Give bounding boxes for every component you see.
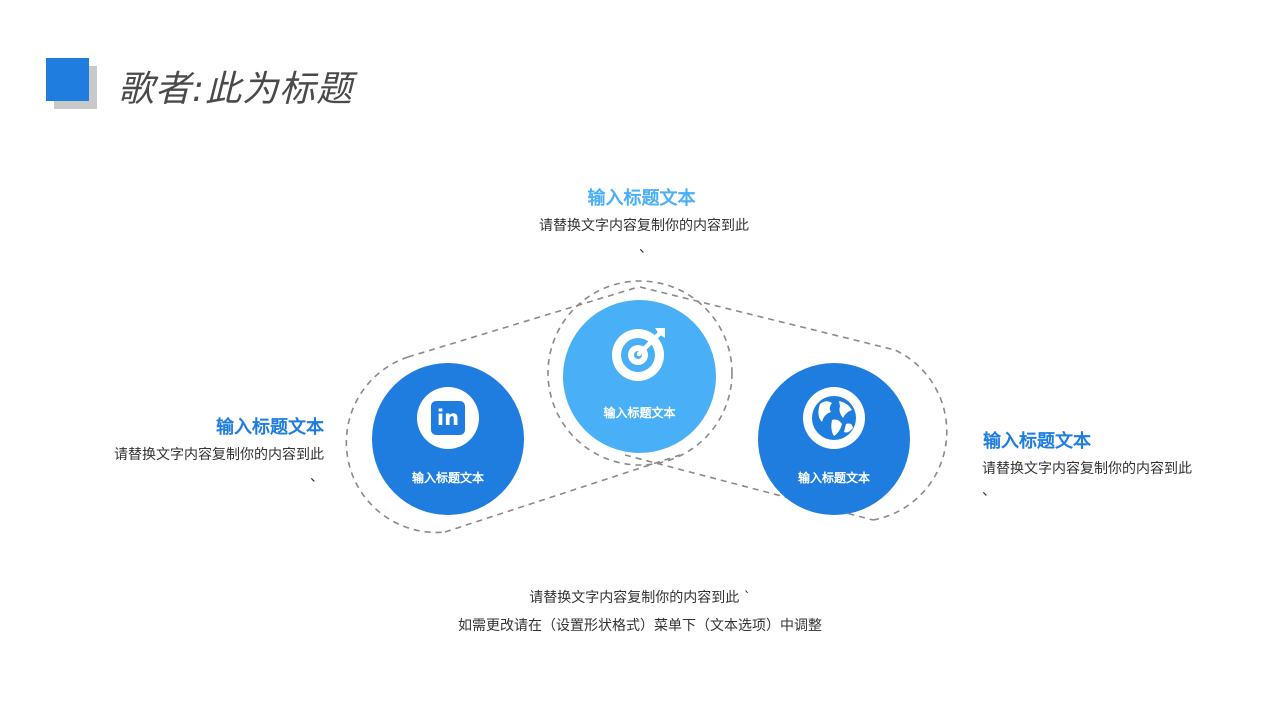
left-block-text-line: 请替换文字内容复制你的内容到此 [114,447,324,463]
right-block-text: 请替换文字内容复制你的内容到此 、 [982,458,1242,502]
left-circle: in 输入标题文本 [372,363,524,515]
top-block-text-mark: 、 [639,240,653,256]
globe-icon [812,396,856,440]
left-block-title: 输入标题文本 [216,417,324,438]
left-block-text-mark: 、 [310,469,324,485]
left-circle-label: 输入标题文本 [411,471,484,485]
center-dashed-ring [547,280,733,466]
right-icon-disc [803,387,865,449]
top-block-text-line: 请替换文字内容复制你的内容到此 [539,218,749,234]
bottom-left-line [444,454,681,533]
right-block-text-mark: 、 [982,483,996,499]
title-square [46,58,89,101]
center-icon-disc [609,322,671,384]
linkedin-icon: in [431,401,465,435]
right-block-title: 输入标题文本 [983,431,1091,452]
center-circle-label: 输入标题文本 [603,406,676,420]
left-icon-disc: in [417,387,479,449]
top-block-text: 请替换文字内容复制你的内容到此 、 [0,215,1280,259]
right-circle-label: 输入标题文本 [797,471,870,485]
left-outline-arc [345,356,446,534]
footer-line-2: 如需更改请在（设置形状格式）菜单下（文本选项）中调整 [458,618,822,634]
right-block-text-line: 请替换文字内容复制你的内容到此 [982,461,1192,477]
left-block-text: 请替换文字内容复制你的内容到此 、 [72,444,324,488]
target-icon [611,328,665,381]
top-block-title: 输入标题文本 [587,188,696,209]
page-title: 歌者:此为标题 [118,69,354,110]
right-outline-arc [872,349,948,521]
right-circle: 输入标题文本 [758,363,910,515]
center-circle: 输入标题文本 [563,300,716,453]
footer-line-1: 请替换文字内容复制你的内容到此 ` [529,590,751,606]
